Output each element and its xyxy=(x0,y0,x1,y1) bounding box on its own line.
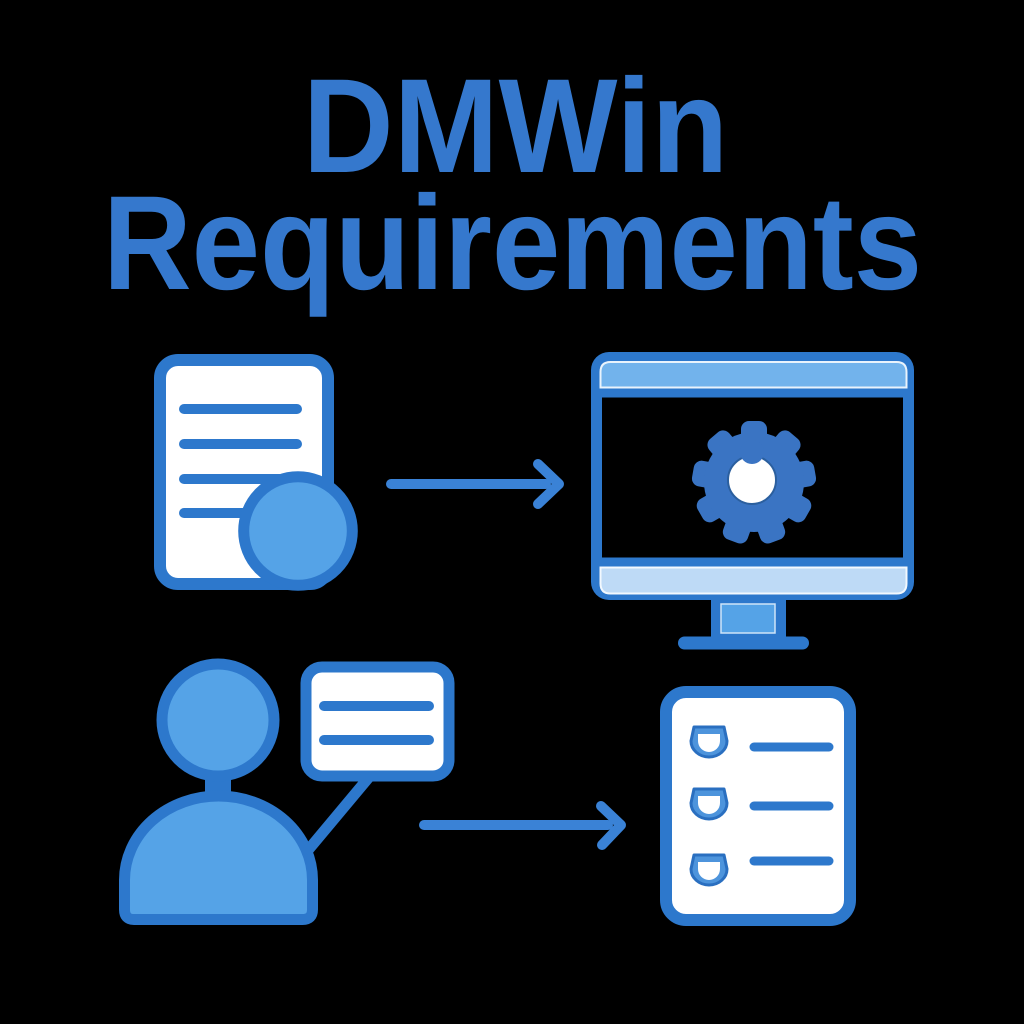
svg-text:Requirements: Requirements xyxy=(103,169,922,318)
svg-text:DMWin: DMWin xyxy=(303,50,729,200)
